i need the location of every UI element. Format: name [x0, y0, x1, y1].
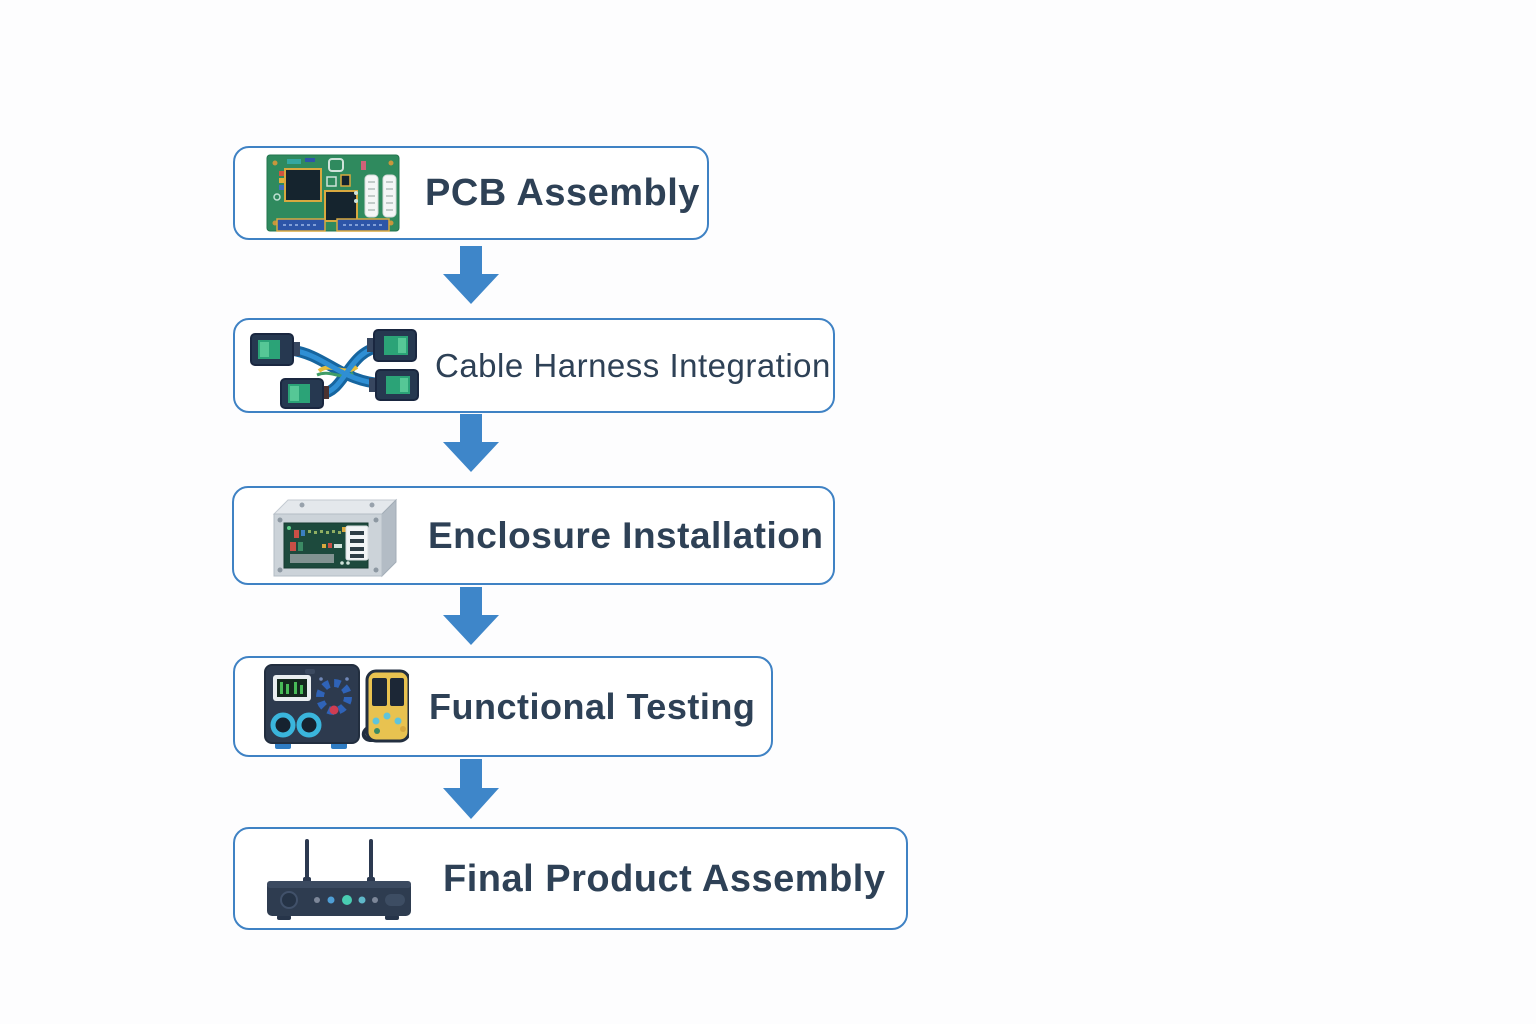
flow-arrow-down-icon	[443, 414, 499, 472]
router-icon	[259, 835, 417, 923]
step-label: Functional Testing	[429, 685, 756, 727]
test-equipment-icon	[263, 661, 409, 753]
cable-harness-icon	[247, 323, 419, 409]
step-box-pcb-assembly: PCB Assembly	[233, 146, 709, 240]
enclosure-icon	[260, 490, 410, 582]
step-label: PCB Assembly	[425, 172, 700, 214]
pcb-icon	[265, 149, 401, 237]
step-label: Cable Harness Integration	[435, 347, 831, 384]
step-box-final-product-assembly: Final Product Assembly	[233, 827, 908, 930]
step-box-cable-harness-integration: Cable Harness Integration	[233, 318, 835, 413]
flow-arrow-down-icon	[443, 759, 499, 819]
flow-arrow-down-icon	[443, 246, 499, 304]
step-label: Final Product Assembly	[443, 857, 886, 900]
flow-arrow-down-icon	[443, 587, 499, 645]
step-box-enclosure-installation: Enclosure Installation	[232, 486, 835, 585]
step-label: Enclosure Installation	[428, 515, 824, 556]
step-box-functional-testing: Functional Testing	[233, 656, 773, 757]
